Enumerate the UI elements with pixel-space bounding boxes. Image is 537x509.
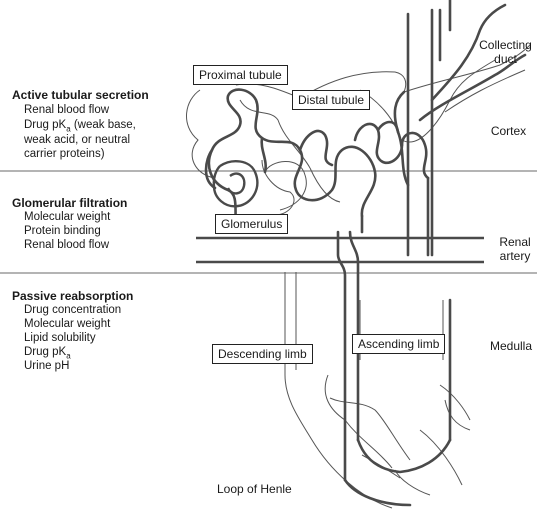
loop-of-henle-label: Loop of Henle [217,482,292,496]
passive-reabsorption-item: Urine pH [24,360,70,372]
passive-reabsorption-pka: Drug pKa [12,345,71,363]
active-secretion-item: carrier proteins) [24,148,105,160]
glomerular-filtration-item: Protein binding [24,225,101,237]
renal-artery-label-line2: artery [499,249,531,263]
cortex-label: Cortex [490,124,527,138]
active-secretion-heading: Active tubular secretion [12,88,149,102]
renal-artery-label: Renal artery [495,235,535,263]
glomerulus-label: Glomerulus [215,214,289,234]
glomerulus-capsule [212,160,259,208]
proximal-tubule-label: Proximal tubule [193,65,288,85]
passive-reabsorption-item: Molecular weight [24,318,111,330]
descending-limb-label: Descending limb [212,344,313,364]
passive-reabsorption-item: Drug concentration [24,304,122,316]
active-secretion-item: weak acid, or neutral [24,134,131,146]
active-secretion-pka: Drug pKa (weak base, [12,118,136,136]
glomerular-filtration-item: Renal blood flow [24,239,110,251]
pka-prefix: Drug pK [24,119,67,131]
glomerular-filtration-heading: Glomerular filtration [12,196,128,210]
pka-prefix: Drug pK [24,346,67,358]
passive-reabsorption-item: Lipid solubility [24,332,96,344]
renal-artery-lines [196,236,484,264]
ascending-limb-label: Ascending limb [352,334,446,354]
collecting-duct-label: Collecting duct [478,38,533,66]
medulla-label: Medulla [489,339,533,353]
collecting-duct-label-line1: Collecting [479,38,532,52]
nephron-tubule [204,0,527,507]
pka-suffix: (weak base, [70,119,136,131]
pka-subscript: a [66,124,71,134]
active-secretion-item: Renal blood flow [24,104,110,116]
collecting-duct-label-line2: duct [494,52,517,66]
passive-reabsorption-heading: Passive reabsorption [12,289,134,303]
glomerular-filtration-item: Molecular weight [24,211,111,223]
distal-tubule-label: Distal tubule [292,90,371,110]
pka-subscript: a [66,351,71,361]
renal-artery-label-line1: Renal [499,235,531,249]
